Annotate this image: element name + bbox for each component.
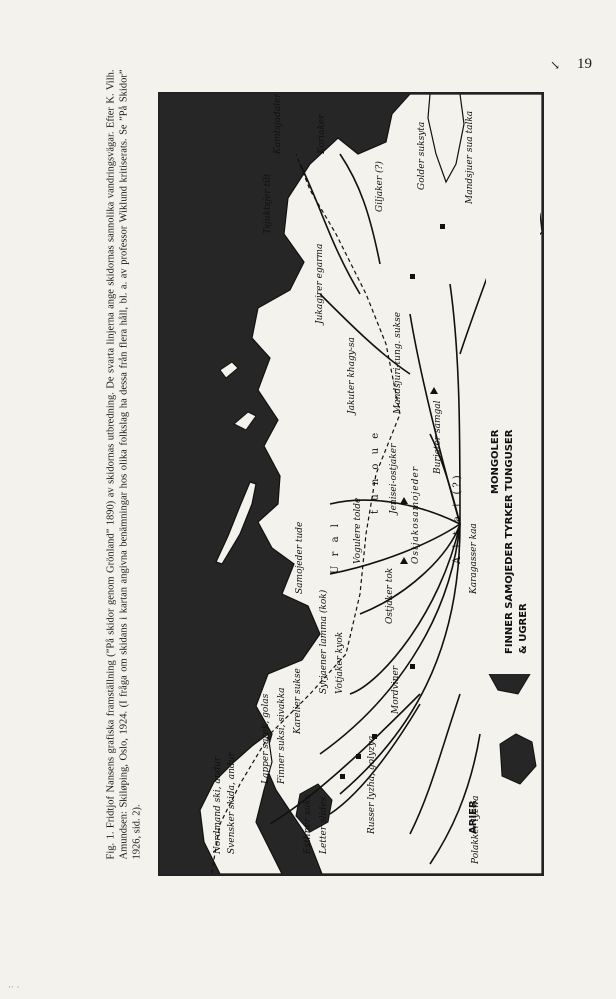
route-tungus <box>409 313 461 525</box>
caption-text: Fridtjof Nansens grafiska framställning … <box>105 69 143 860</box>
kamchatka <box>427 94 465 184</box>
label-vogulere: Vogulere tolde <box>353 498 363 564</box>
legend-line2: & UGRER <box>518 603 529 654</box>
symbol-square <box>410 664 415 669</box>
figure-caption: Fig. 1. Fridtjof Nansens grafiska framst… <box>84 69 164 880</box>
label-samojeder: Samojeder tude <box>295 522 305 594</box>
migration-boundary-dashed <box>210 153 401 874</box>
label-nordmand: Nordmand ski, andur <box>213 756 223 855</box>
label-jakuter: Jakuter khagy-sa <box>347 337 357 416</box>
black-sea <box>499 733 537 785</box>
label-tsjuktsjer: Tsjuktsjer tilt <box>263 173 273 234</box>
legend-mongoler: MONGOLER <box>490 429 501 494</box>
migration-routes <box>269 153 511 865</box>
symbol-triangle <box>400 497 408 504</box>
label-jukagirer: Jukagirer egarma <box>315 244 325 326</box>
route-amur <box>449 283 461 525</box>
label-karagasser: Karagasser kaa <box>469 523 479 595</box>
label-mandsjuer: Mandsjuer sua talka <box>465 111 475 205</box>
label-jenisei: Jenisei-ostjaker <box>389 443 399 516</box>
route-chukotka <box>299 163 361 295</box>
page-number: 19 <box>577 56 592 72</box>
label-letter: Letter slides <box>319 797 329 855</box>
route-jakut <box>319 293 411 375</box>
label-golder: Golder suksyta <box>417 122 427 190</box>
label-giljaker: Giljaker (?) <box>374 161 385 212</box>
route-main-west <box>339 523 461 795</box>
arctic-islands <box>219 361 257 431</box>
label-samojeder-region: Ostjakosamojeder <box>411 466 421 564</box>
label-karelier: Karelier sukse <box>293 668 303 735</box>
label-ostjaker: Ostjaker tok <box>385 568 395 624</box>
novaya-zemlya <box>215 481 257 565</box>
legend-arier: ARIER <box>468 800 479 834</box>
legend-line1: FINNER SAMOJEDER TYRKER TUNGUSER <box>504 429 515 654</box>
route-ob <box>359 523 461 615</box>
label-tungus: Mandsjuri-tung. sukse <box>393 312 403 415</box>
label-mordviner: Mordviner <box>391 665 401 715</box>
symbol-square <box>340 774 345 779</box>
route-finland <box>329 703 421 815</box>
symbol-square <box>356 754 361 759</box>
label-altai: A l t a i (?) <box>452 472 463 565</box>
scandinavia <box>199 732 283 874</box>
figure: Fig. 1. Fridtjof Nansens grafiska framst… <box>96 69 556 880</box>
label-koriaker: Koriaker <box>317 114 327 155</box>
label-siberia-arc: t u n o u e <box>370 430 381 514</box>
legend-box <box>486 114 540 674</box>
footer-marks: ·· · <box>8 983 20 993</box>
label-russer: Russer lyzha, golyzya <box>367 736 377 835</box>
label-votjaker: Votjaker kyok <box>335 632 345 694</box>
route-yenisei <box>329 499 461 525</box>
page-mark: ↘ <box>549 58 560 72</box>
label-burjater: Burjater samgal <box>433 400 443 475</box>
label-lapper: Lapper sarek, golas <box>261 693 271 785</box>
symbol-triangle <box>430 387 438 394</box>
label-polakker: Polakker lyzwa <box>471 795 481 865</box>
route-west-3 <box>349 523 461 695</box>
symbol-square <box>410 274 415 279</box>
label-ural: U r a l <box>330 521 341 574</box>
route-kamchatka <box>339 153 381 265</box>
route-samojed <box>329 523 461 575</box>
map: Nordmand ski, andur Svensker skida, andu… <box>158 92 544 876</box>
map-symbols <box>340 224 445 779</box>
symbol-square <box>372 734 377 739</box>
caption-label: Fig. 1. <box>105 831 117 860</box>
label-finner: Finner suksi, sivakka <box>277 687 287 785</box>
map-svg: Nordmand ski, andur Svensker skida, andu… <box>199 94 542 874</box>
symbol-square <box>440 224 445 229</box>
route-russia <box>409 693 461 835</box>
symbol-triangle <box>400 557 408 564</box>
label-svensker: Svensker skida, andur <box>227 752 237 854</box>
label-syrjaener: Syrjaener lamma (kok) <box>318 589 329 694</box>
label-esthner: Esthner suks <box>303 794 313 855</box>
route-scandinavia <box>269 693 421 825</box>
baltic-sea <box>295 783 333 833</box>
route-west-2 <box>319 523 461 755</box>
label-kamtsjadaler: Kamtsjadaler <box>273 94 283 155</box>
route-poland <box>429 733 481 865</box>
